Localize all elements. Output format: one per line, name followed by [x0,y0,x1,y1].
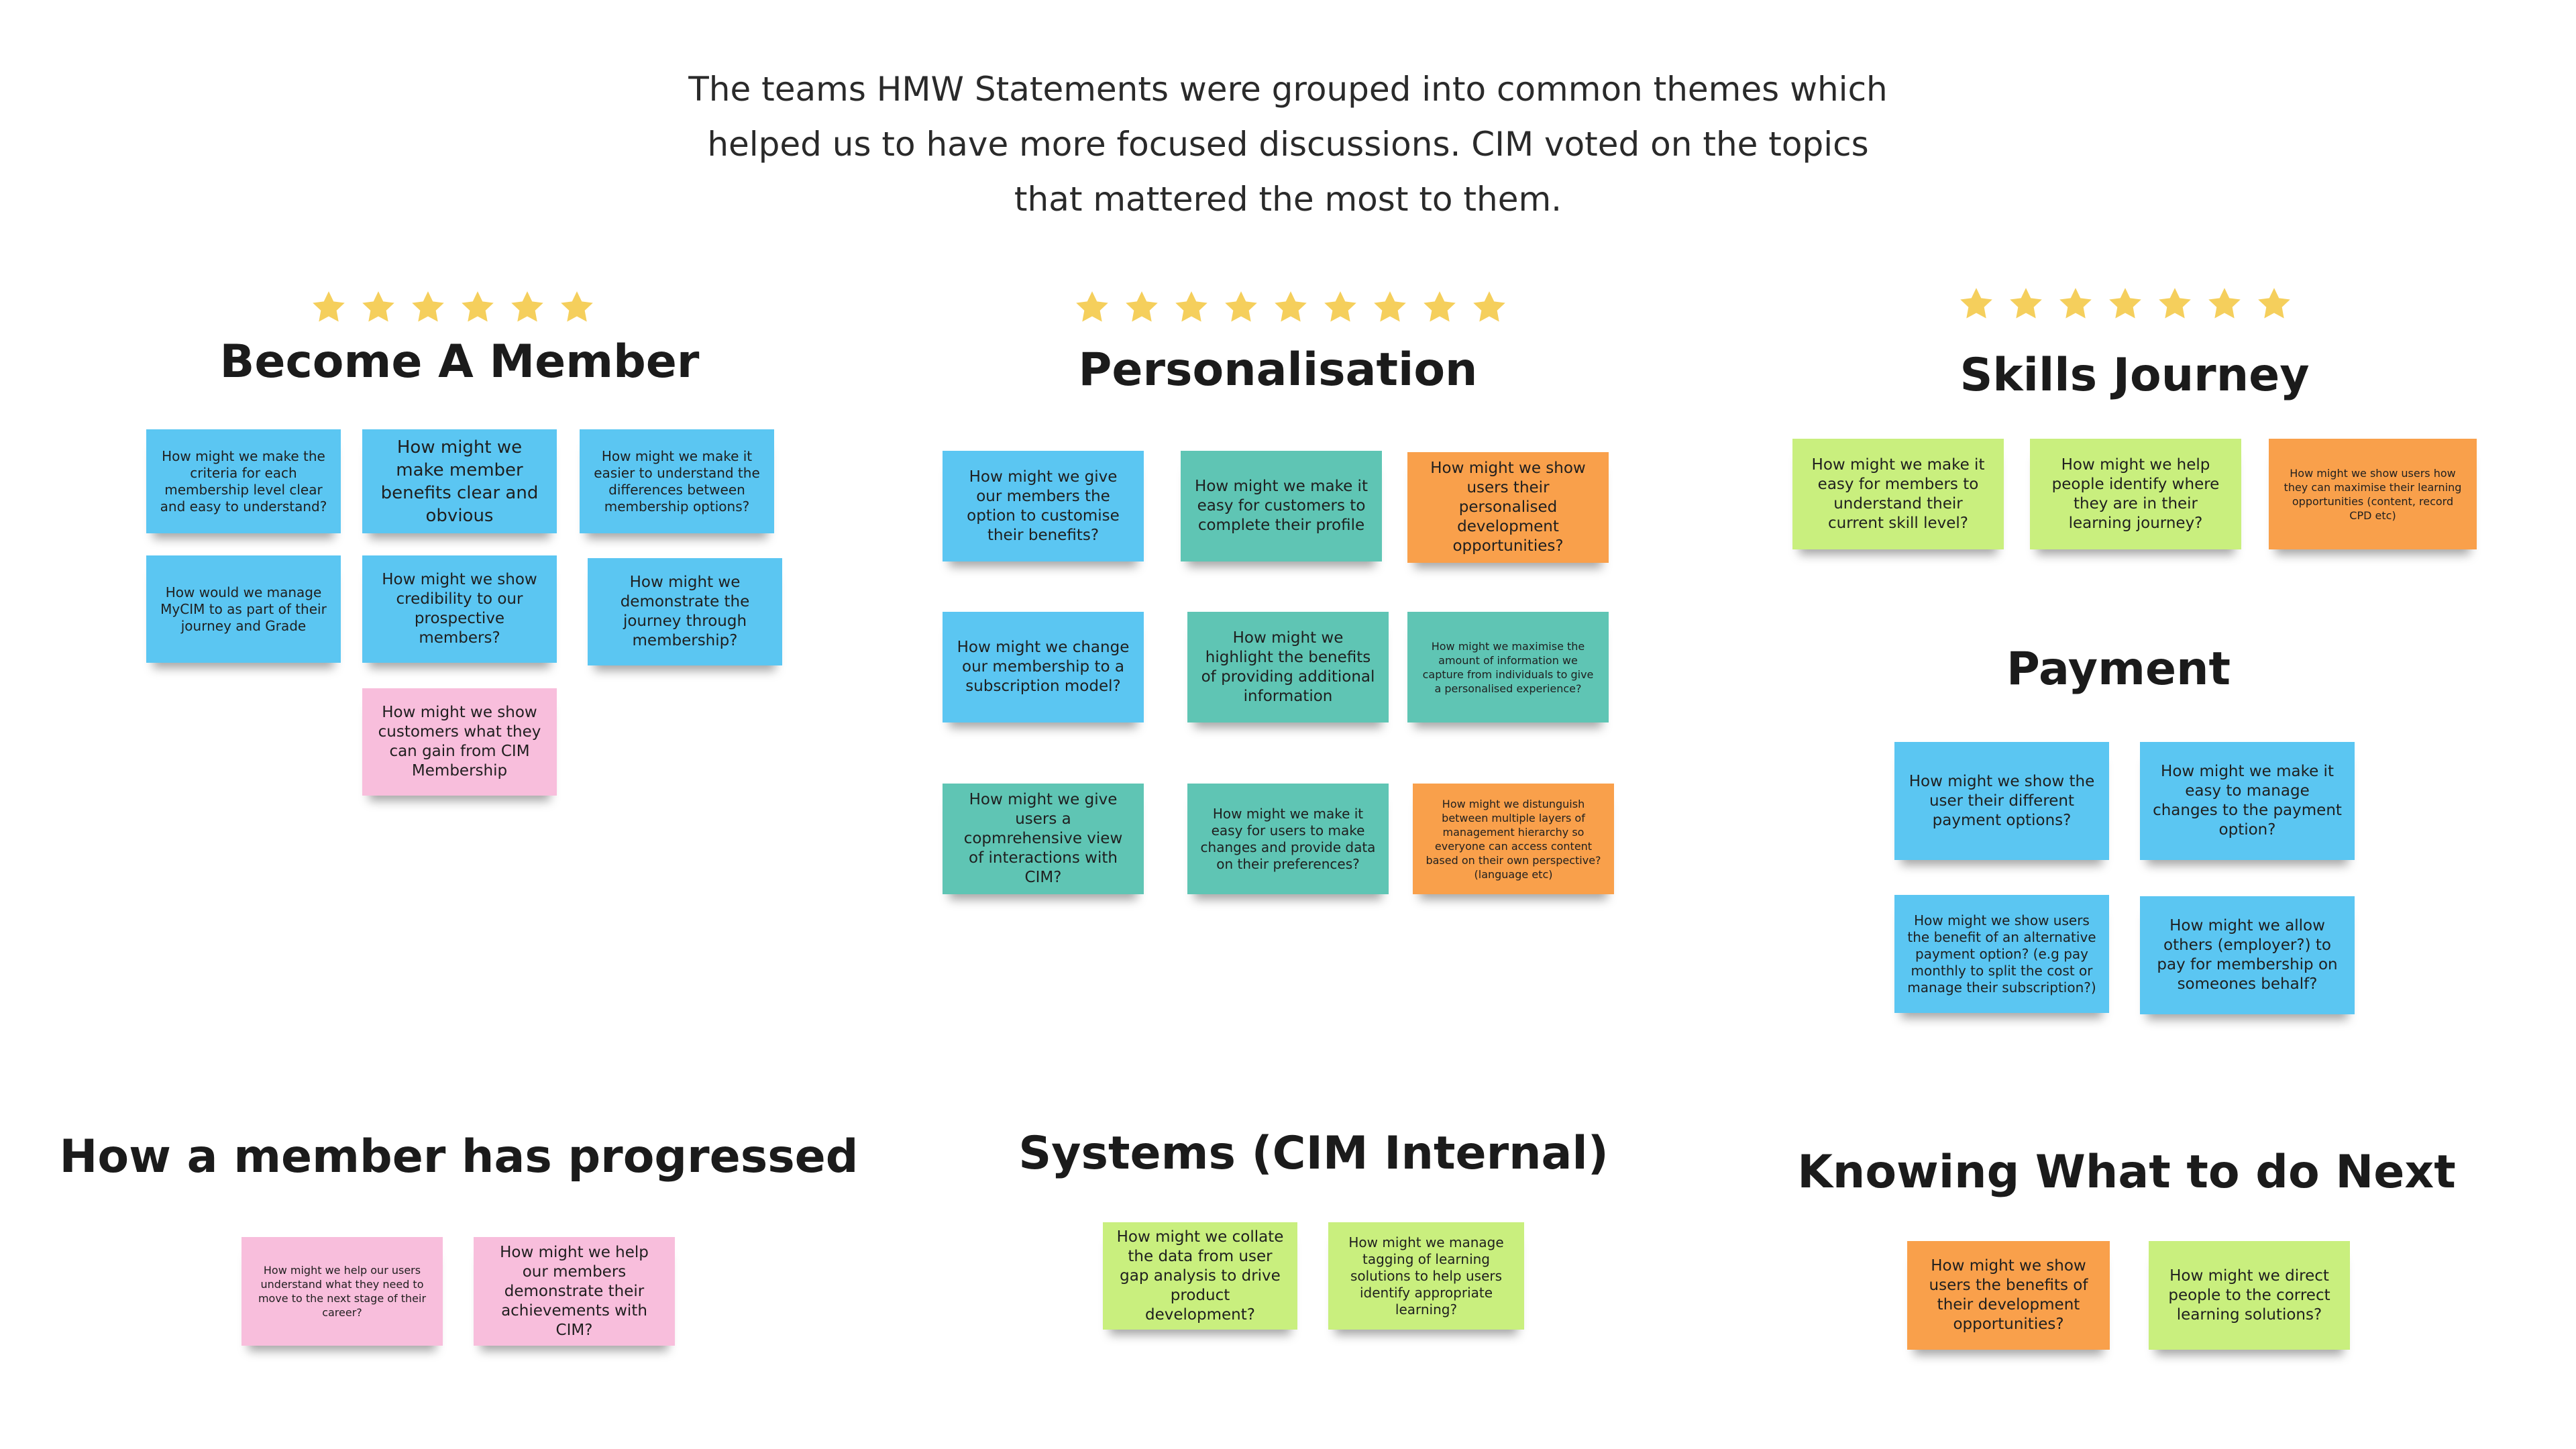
sticky-note[interactable]: How might we give users a copmrehensive … [943,784,1144,894]
sticky-note[interactable]: How might we show customers what they ca… [362,688,557,796]
theme-title-knowing-what-to-do-next: Knowing What to do Next [1797,1146,2456,1199]
sticky-note[interactable]: How might we make it easy for users to m… [1187,784,1389,894]
star-icon [1275,291,1307,322]
sticky-note[interactable]: How might we show users their personalis… [1407,452,1609,563]
star-icon [1126,291,1158,322]
star-icon [2010,288,2042,319]
sticky-note[interactable]: How might we show the user their differe… [1894,742,2109,860]
vote-stars-skills-journey [1957,285,2293,323]
sticky-note[interactable]: How might we make it easy to manage chan… [2140,742,2355,860]
vote-stars-become-a-member [310,288,596,326]
star-icon [2109,288,2141,319]
sticky-note[interactable]: How might we change our membership to a … [943,612,1144,722]
star-icon [1225,291,1257,322]
theme-title-become-a-member: Become A Member [219,335,700,388]
sticky-note[interactable]: How might we make the criteria for each … [146,429,341,533]
star-icon [1960,288,1992,319]
theme-title-skills-journey: Skills Journey [1960,349,2310,402]
star-icon [362,291,394,322]
sticky-note[interactable]: How might we show users the benefits of … [1907,1241,2110,1350]
star-icon [1374,291,1406,322]
star-icon [2258,288,2290,319]
sticky-note[interactable]: How might we highlight the benefits of p… [1187,612,1389,722]
star-icon [1324,291,1356,322]
sticky-note[interactable]: How might we help our users understand w… [241,1237,443,1346]
sticky-note[interactable]: How might we collate the data from user … [1103,1222,1297,1330]
sticky-note[interactable]: How might we show users the benefit of a… [1894,895,2109,1013]
theme-title-personalisation: Personalisation [1078,343,1478,396]
sticky-note[interactable]: How might we give our members the option… [943,451,1144,561]
star-icon [462,291,494,322]
star-icon [2159,288,2191,319]
theme-title-systems: Systems (CIM Internal) [1018,1127,1609,1180]
theme-title-payment: Payment [2006,643,2231,696]
sticky-note[interactable]: How might we show credibility to our pro… [362,555,557,663]
star-icon [511,291,543,322]
intro-text: The teams HMW Statements were grouped in… [688,70,1888,219]
sticky-note[interactable]: How might we make it easy for members to… [1792,439,2004,549]
star-icon [561,291,593,322]
sticky-note[interactable]: How might we make it easy for customers … [1181,451,1382,561]
star-icon [2059,288,2092,319]
star-icon [313,291,345,322]
sticky-note[interactable]: How might we allow others (employer?) to… [2140,896,2355,1014]
sticky-note[interactable]: How might we help people identify where … [2030,439,2241,549]
vote-stars-personalisation [1073,288,1508,326]
star-icon [1424,291,1456,322]
sticky-note[interactable]: How might we show users how they can max… [2269,439,2477,549]
star-icon [1175,291,1208,322]
theme-title-how-a-member-has-progressed: How a member has progressed [59,1130,859,1183]
sticky-note[interactable]: How might we demonstrate the journey thr… [588,558,782,665]
sticky-note[interactable]: How might we maximise the amount of info… [1407,612,1609,722]
sticky-note[interactable]: How might we make it easier to understan… [580,429,774,533]
star-icon [1076,291,1108,322]
sticky-note[interactable]: How might we direct people to the correc… [2149,1241,2350,1350]
star-icon [1473,291,1505,322]
sticky-note[interactable]: How might we help our members demonstrat… [474,1237,675,1346]
star-icon [412,291,444,322]
sticky-note[interactable]: How might we manage tagging of learning … [1328,1222,1524,1330]
sticky-note[interactable]: How might we distunguish between multipl… [1413,784,1614,894]
sticky-note[interactable]: How would we manage MyCIM to as part of … [146,555,341,663]
sticky-note[interactable]: How might we make member benefits clear … [362,429,557,533]
star-icon [2208,288,2241,319]
